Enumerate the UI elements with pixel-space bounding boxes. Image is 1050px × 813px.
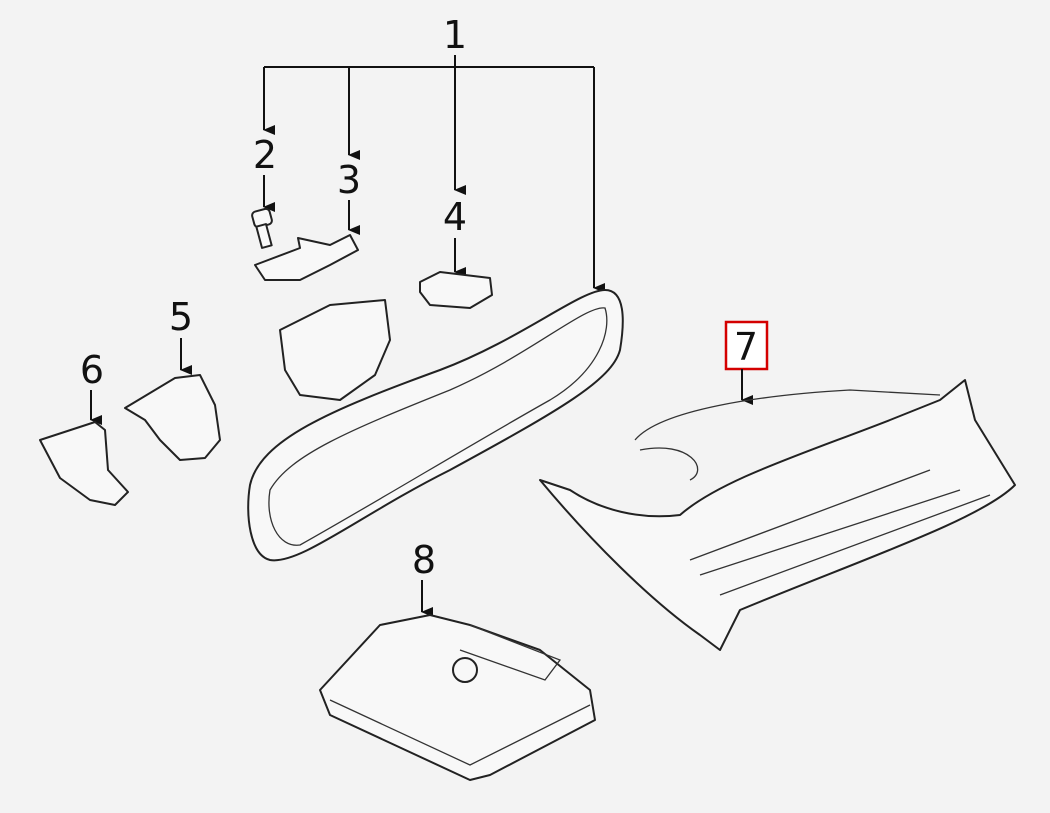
callout-1-leader <box>263 55 605 293</box>
part-7-housing <box>539 379 1016 651</box>
callout-6[interactable]: 6 <box>80 348 104 392</box>
callout-4[interactable]: 4 <box>443 195 467 239</box>
part-1-mirror <box>247 289 624 562</box>
callout-3[interactable]: 3 <box>337 158 361 202</box>
part-8-camera-module <box>319 614 596 781</box>
part-2-screw <box>251 207 273 249</box>
part-6-cover <box>39 421 129 506</box>
part-5-cover <box>124 374 221 461</box>
callout-8[interactable]: 8 <box>412 538 436 582</box>
part-4-connector <box>419 271 493 309</box>
part-3-clip <box>254 234 359 281</box>
callout-1[interactable]: 1 <box>443 13 467 57</box>
callout-5[interactable]: 5 <box>169 295 193 339</box>
callout-7-highlight-box <box>724 320 769 371</box>
callout-7[interactable]: 7 <box>734 325 758 369</box>
callout-2[interactable]: 2 <box>253 133 277 177</box>
